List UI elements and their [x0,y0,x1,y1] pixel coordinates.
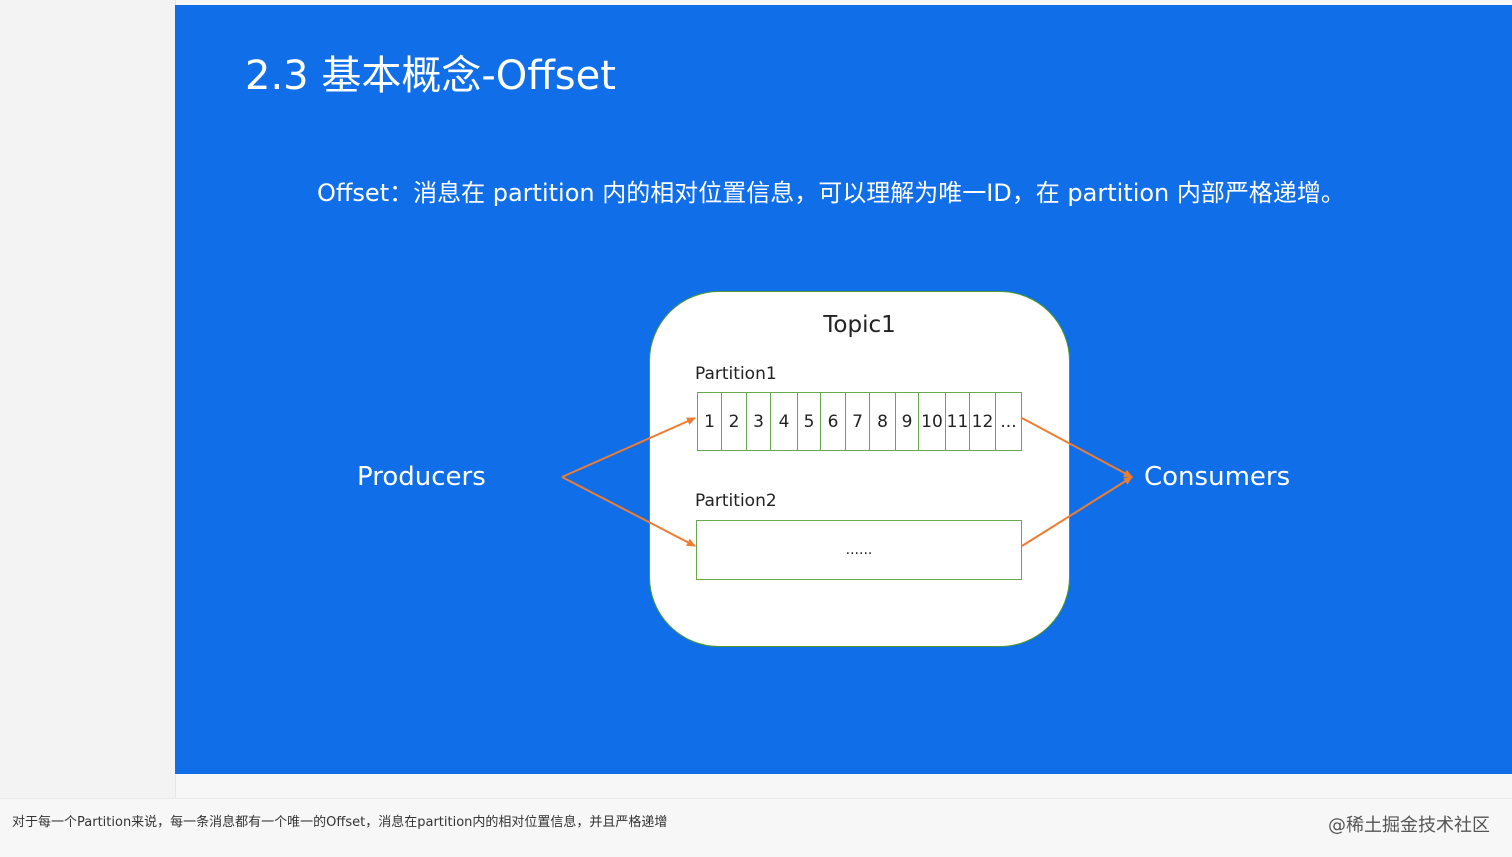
offset-cell: 4 [771,392,798,451]
producer-to-partition2-arrow [561,476,696,547]
offset-cell: ... [996,392,1022,451]
flow-arrows [561,417,1133,547]
slide-description: Offset：消息在 partition 内的相对位置信息，可以理解为唯一ID，… [317,179,1345,207]
offset-cell: 12 [970,392,996,451]
producer-to-partition1-arrow [561,417,696,478]
offset-cell: 2 [722,392,747,451]
topic-box: Topic1 Partition1 1 2 3 4 5 6 7 8 9 10 1… [649,291,1070,647]
offset-cell: 9 [896,392,919,451]
left-gutter [0,0,176,800]
offset-cell: 6 [821,392,846,451]
slide-title: 2.3 基本概念-Offset [245,53,616,99]
offset-cell: 11 [946,392,970,451]
footer-caption: 对于每一个Partition来说，每一条消息都有一个唯一的Offset，消息在p… [12,815,668,830]
offset-cell: 1 [697,392,722,451]
offset-cell: 10 [919,392,946,451]
offset-cell: 3 [747,392,771,451]
partition1-cells: 1 2 3 4 5 6 7 8 9 10 11 12 ... [697,392,1022,451]
offset-cell: 7 [846,392,870,451]
partition2-box: ...... [696,520,1022,580]
footer-credit: @稀土掘金技术社区 [1328,815,1490,836]
partition2-label: Partition2 [695,491,777,511]
footer-bar: 对于每一个Partition来说，每一条消息都有一个唯一的Offset，消息在p… [0,798,1512,857]
offset-cell: 5 [798,392,821,451]
partition1-label: Partition1 [695,364,777,384]
partition1-to-consumers-arrow [1021,417,1133,478]
producers-label: Producers [357,462,486,492]
topic-label: Topic1 [823,312,896,338]
offset-cell: 8 [870,392,896,451]
partition2-to-consumers-arrow [1021,476,1133,547]
slide: 2.3 基本概念-Offset Offset：消息在 partition 内的相… [175,5,1512,774]
consumers-label: Consumers [1144,462,1291,492]
